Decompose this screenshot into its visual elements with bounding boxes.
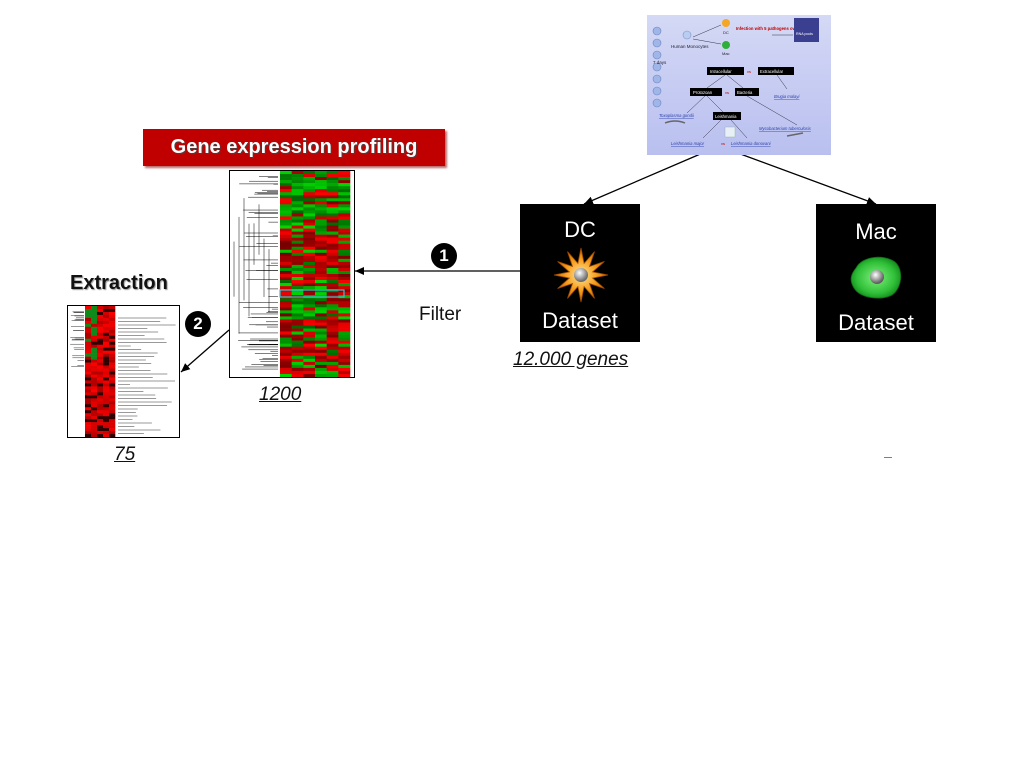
arrow-to-dc [583, 151, 706, 205]
spiky-star-cell-icon [553, 247, 609, 303]
schematic-monocytes: Human Monocytes [671, 44, 709, 49]
mac-dataset-box: Mac Dataset [816, 204, 936, 342]
mac-dataset-title: Mac [855, 219, 897, 244]
schematic-intracellular: Intracellular [710, 69, 732, 74]
schematic-days: 7 days [653, 60, 667, 65]
schematic-leishmania: Leishmania [715, 114, 737, 119]
schematic-rna: RNA pools [796, 32, 813, 36]
step-2-marker: 2 [185, 311, 211, 337]
genes-count-caption: 12.000 genes [513, 349, 629, 370]
arrow-extraction [180, 329, 230, 373]
schematic-brugia: Brugia malayi [774, 94, 800, 99]
schematic-toxoplasma: Toxoplasma gondii [659, 113, 695, 118]
green-blob-cell-icon [850, 256, 902, 299]
schematic-protozoan: Protozoan [693, 90, 713, 95]
small-heatmap [67, 305, 180, 438]
mac-dataset-label: Dataset [838, 310, 914, 335]
dc-dataset-label: Dataset [542, 308, 618, 333]
svg-text:vs: vs [747, 69, 751, 74]
extraction-title: Extraction [70, 272, 168, 294]
schematic-mycobacterium: Mycobacterium tuberculosis [759, 126, 812, 131]
schematic-dc: DC [723, 30, 729, 35]
schematic-ldonovani: Leishmania donovani [731, 141, 772, 146]
stray-underline-mark [884, 457, 892, 458]
filter-label: Filter [419, 304, 462, 325]
dc-dataset-title: DC [564, 217, 596, 242]
gene-expression-profiling-title: Gene expression profiling [143, 129, 445, 166]
large-heatmap-count: 1200 [259, 384, 302, 405]
schematic-bacteria: Bacteria [737, 90, 753, 95]
svg-text:vs: vs [725, 90, 729, 95]
schematic-lmajor: Leishmania major [671, 141, 705, 146]
svg-text:vs: vs [721, 141, 725, 146]
schematic-infection: Infection with 5 pathogens overnight [736, 26, 810, 31]
experiment-schematic: Human Monocytes 7 days DC Mac Infection … [647, 15, 831, 155]
small-heatmap-count: 75 [114, 444, 136, 465]
dc-dataset-box: DC Dataset [520, 204, 640, 342]
schematic-extracellular: Extracellular [760, 69, 784, 74]
step-1-marker: 1 [431, 243, 457, 269]
large-heatmap [229, 170, 355, 378]
arrow-to-mac [734, 151, 877, 205]
schematic-mac: Mac [722, 51, 730, 56]
